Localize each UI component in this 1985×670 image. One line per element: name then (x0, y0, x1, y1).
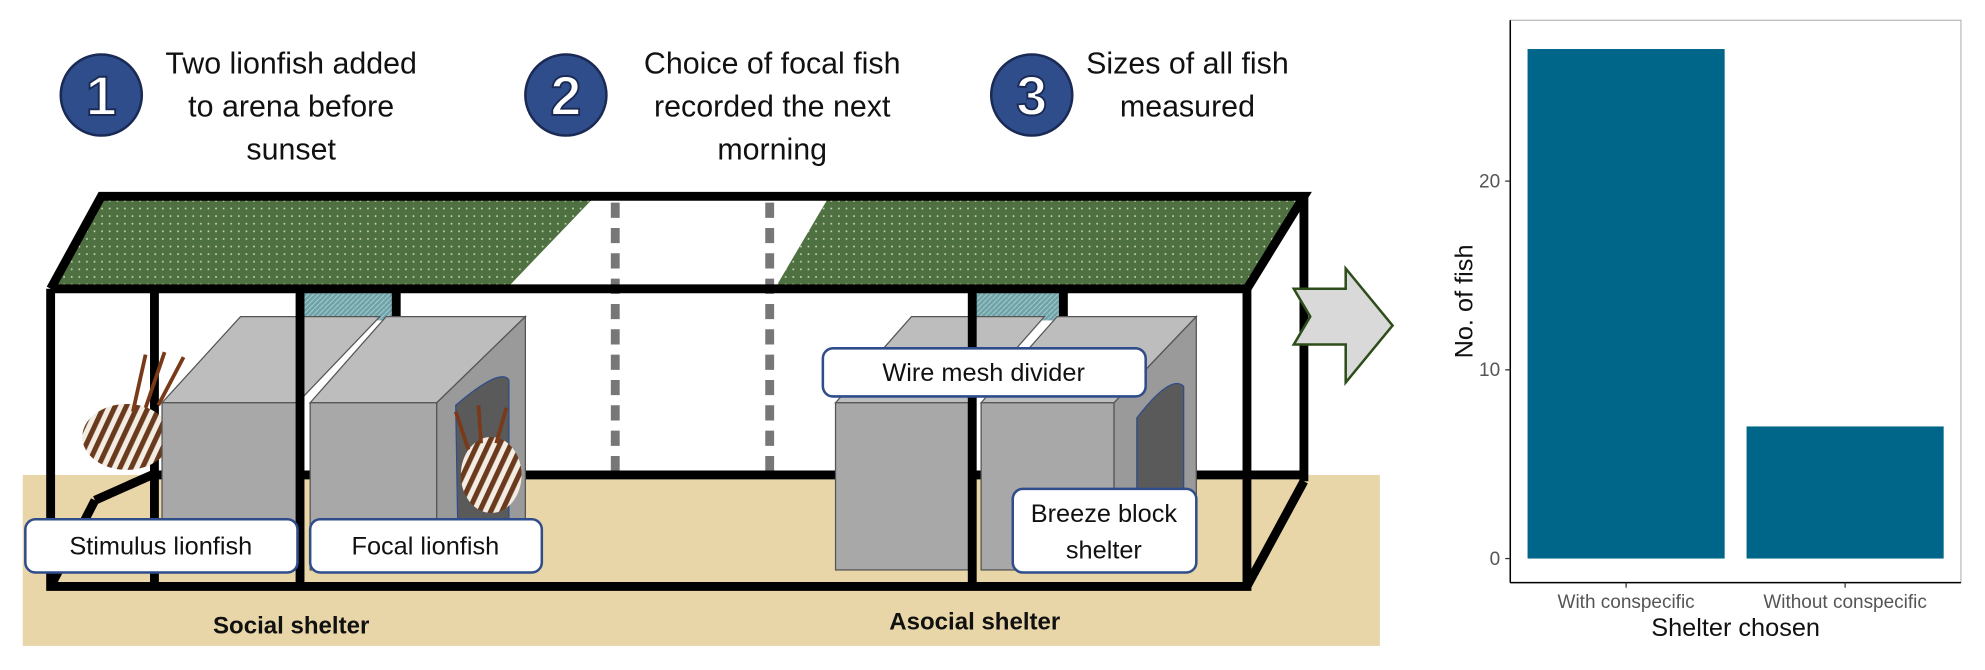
asocial-shelter-label: Asocial shelter (889, 608, 1060, 635)
svg-text:Stimulus lionfish: Stimulus lionfish (69, 533, 252, 561)
wire-mesh-divider (974, 292, 1061, 321)
step-number-circle (989, 53, 1074, 137)
svg-text:shelter: shelter (1066, 537, 1143, 565)
step-text-line: morning (717, 133, 827, 167)
y-tick-label: 10 (1479, 360, 1500, 381)
social-shelter-label: Social shelter (213, 612, 369, 639)
x-tick-label: Without conspecific (1763, 592, 1927, 613)
step-text-line: Choice of focal fish (644, 46, 901, 80)
svg-text:Breeze block: Breeze block (1031, 500, 1178, 528)
wire-mesh-divider-label: Wire mesh divider (821, 347, 1147, 398)
step-text-line: recorded the next (654, 90, 891, 124)
step-text-line: to arena before (188, 90, 394, 124)
svg-text:Focal lionfish: Focal lionfish (352, 533, 500, 561)
step-3: 3 Sizes of all fish measured (989, 46, 1289, 137)
step-text-line: Two lionfish added (165, 46, 417, 80)
step-text-line: measured (1120, 90, 1255, 124)
stimulus-lionfish-image (82, 351, 204, 470)
focal-lionfish-label: Focal lionfish (308, 518, 544, 574)
step-text-line: Sizes of all fish (1086, 46, 1289, 80)
step-1: 1 Two lionfish added to arena before sun… (59, 46, 417, 167)
step-number: 1 (86, 65, 117, 127)
stimulus-lionfish-label: Stimulus lionfish (24, 518, 299, 574)
step-number-circle (59, 53, 144, 137)
bar-0 (1527, 49, 1725, 559)
mesh-cover-left (50, 196, 595, 289)
svg-text:Wire mesh divider: Wire mesh divider (882, 359, 1085, 387)
step-text-line: sunset (246, 133, 336, 167)
focal-lionfish-image (453, 405, 522, 513)
y-tick-label: 0 (1490, 549, 1501, 570)
step-number: 2 (550, 65, 581, 127)
y-axis-label: No. of fish (1450, 244, 1478, 358)
step-number: 3 (1016, 65, 1047, 127)
x-tick-label: With conspecific (1558, 592, 1695, 613)
y-tick-label: 20 (1479, 171, 1500, 192)
bar-1 (1746, 426, 1944, 559)
step-2: 2 Choice of focal fish recorded the next… (524, 46, 901, 167)
arrow-icon (1291, 264, 1395, 387)
x-axis-label: Shelter chosen (1651, 614, 1820, 642)
tank-frame-edge (1243, 479, 1308, 589)
wire-mesh-divider (303, 292, 393, 321)
bar-chart: 0 10 20 With conspecific Without conspecifi… (1450, 19, 1962, 642)
step-number-circle (524, 53, 608, 137)
tank-frame-top (46, 191, 1312, 292)
breeze-block-label: Breeze block shelter (1011, 487, 1198, 574)
mesh-cover-right (774, 196, 1304, 289)
